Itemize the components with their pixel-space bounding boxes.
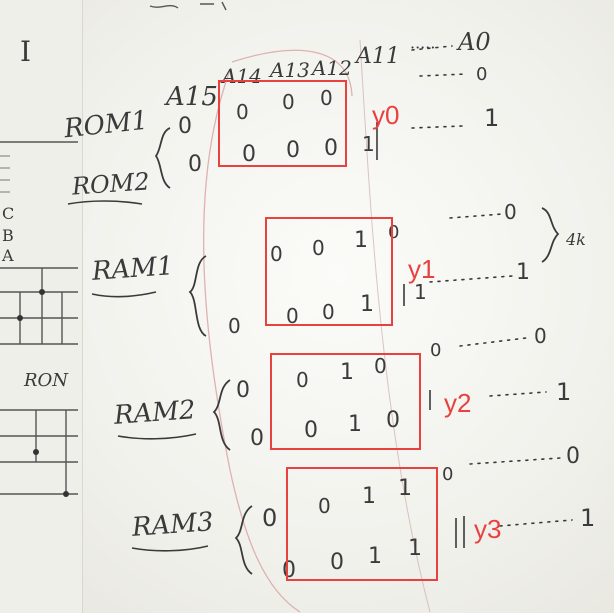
left-label-c: C (2, 204, 15, 223)
annotation-y1: y1 (408, 254, 436, 284)
row1-bit-a12: 0 (324, 136, 338, 161)
left-label-b: B (2, 226, 14, 245)
header-a13: A13 (270, 58, 310, 82)
row0-bit-a14: 0 (236, 100, 249, 124)
box-y2 (270, 353, 421, 450)
row5-bit-a12: 0 (386, 408, 400, 433)
box-y1 (265, 217, 393, 326)
header-a12: A12 (312, 56, 352, 80)
left-ron-label: RON (24, 370, 69, 391)
row5-tail: 1 (556, 378, 572, 406)
left-top-mark: I (20, 35, 32, 68)
label-rom1: ROM1 (62, 105, 150, 145)
row4-a11: 0 (430, 340, 442, 361)
header-a0: A0 (458, 28, 491, 56)
left-sheet: I C B A RON (0, 0, 83, 613)
box-y0 (218, 80, 347, 167)
row6-lead: 0 (262, 504, 278, 532)
row3-bit-a12: 1 (360, 292, 374, 317)
row5-bit-a14: 0 (304, 418, 318, 443)
row5-bit-a13: 1 (348, 412, 362, 437)
row3-bit-a14: 0 (286, 304, 299, 328)
row3-bit-a13: 0 (322, 300, 335, 324)
row6-a11: 0 (442, 464, 454, 485)
annotation-y2: y2 (444, 388, 472, 418)
row1-lead: 0 (188, 152, 202, 177)
row7-bit-a12: 1 (408, 536, 422, 561)
row2-tail: 0 (504, 200, 517, 224)
annotation-y0: y0 (372, 100, 400, 130)
row4-tail: 0 (534, 324, 547, 348)
header-a11: A11 (356, 44, 400, 69)
row2-bit-a14: 0 (270, 242, 283, 266)
row7-bit-a13: 1 (368, 544, 382, 569)
row4-bit-a12: 0 (374, 354, 387, 378)
row4-bit-a14: 0 (296, 368, 309, 392)
box-y3 (286, 467, 438, 581)
row3-a11: 1 (414, 280, 427, 304)
label-ram3: RAM3 (131, 507, 215, 543)
row3-tail: 1 (516, 260, 530, 285)
header-a15: A15 (166, 82, 218, 112)
left-label-a: A (2, 246, 14, 265)
row2-bit-a13: 0 (312, 236, 325, 260)
row1-bit-a14: 0 (242, 142, 256, 167)
row6-bit-a14: 0 (318, 494, 331, 518)
row2-a11: 0 (388, 222, 400, 243)
row1-bit-a13: 0 (286, 138, 300, 163)
row4-bit-a13: 1 (340, 360, 354, 385)
row7-tail: 1 (580, 504, 596, 532)
row7-bit-a14: 0 (330, 550, 344, 575)
row4-lead: 0 (236, 378, 250, 403)
row1-a11: 1 (362, 132, 375, 156)
row2-bit-a12: 1 (354, 228, 368, 253)
annotation-y3: y3 (474, 514, 502, 544)
size-note-4k: 4k (566, 230, 586, 249)
row0-lead: 0 (178, 114, 192, 139)
row6-bit-a13: 1 (362, 484, 376, 509)
header-dots: ····· (410, 38, 436, 57)
row0-bit-a13: 0 (282, 90, 295, 114)
row7-lead: 0 (282, 558, 296, 583)
label-ram2: RAM2 (113, 395, 197, 431)
label-ram1: RAM1 (91, 251, 175, 287)
row0-bit-a12: 0 (320, 86, 333, 110)
row1-tail: 1 (484, 104, 500, 132)
label-rom2: ROM2 (71, 167, 151, 201)
row3-lead: 0 (228, 314, 241, 338)
row5-lead: 0 (250, 426, 264, 451)
row6-bit-a12: 1 (398, 476, 412, 501)
row0-tail: 0 (476, 64, 488, 85)
row6-tail: 0 (566, 444, 580, 469)
